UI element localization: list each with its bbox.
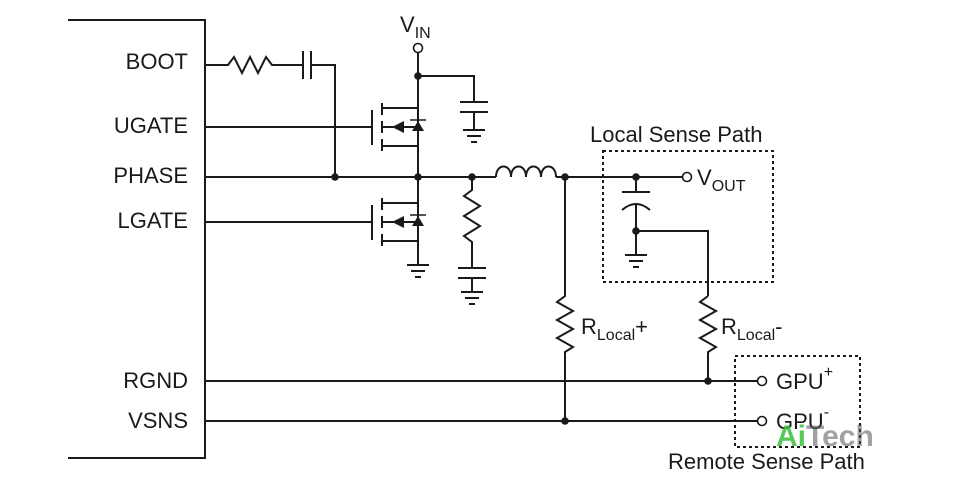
boot-to-phase-wire	[311, 64, 336, 177]
output-capacitor	[621, 177, 651, 268]
gpu-plus-terminal	[756, 375, 768, 387]
vin-label: VIN	[400, 12, 431, 42]
input-capacitor	[418, 75, 488, 143]
snubber-resistor	[462, 177, 482, 268]
remote-sense-box	[734, 355, 861, 448]
r-local-minus: RLocal-	[697, 295, 782, 381]
watermark-logo: AiTech	[776, 420, 874, 453]
remote-sense-label: Remote Sense Path	[668, 449, 865, 474]
local-sense-label: Local Sense Path	[590, 122, 762, 147]
pin-vsns-label: VSNS	[128, 408, 188, 433]
gpu-minus-terminal	[756, 415, 768, 427]
boot-network	[205, 51, 336, 177]
low-side-mosfet	[371, 177, 429, 278]
boot-resistor	[205, 54, 303, 76]
pin-phase-label: PHASE	[113, 163, 188, 188]
gpu-minus-label: GPU-	[776, 404, 829, 434]
vout-label: VOUT	[697, 165, 746, 195]
snubber-network	[458, 177, 486, 305]
ground-symbol	[407, 264, 429, 278]
ground-symbol	[625, 204, 647, 268]
r-local-plus-label: RLocal+	[581, 314, 648, 344]
output-inductor	[495, 165, 557, 178]
pin-rgnd-label: RGND	[123, 368, 188, 393]
controller-ic-outline	[68, 19, 206, 459]
r-local-minus-label: RLocal-	[721, 314, 782, 344]
vout-terminal-dot	[681, 171, 693, 183]
local-sense-box	[602, 150, 774, 283]
ground-symbol	[461, 278, 483, 305]
pin-boot-label: BOOT	[126, 49, 188, 74]
boot-capacitor	[302, 51, 312, 79]
vin-terminal: VIN	[400, 12, 431, 54]
vin-terminal-dot	[412, 42, 424, 54]
ground-symbol	[463, 112, 485, 143]
gpu-plus-label: GPU+	[776, 364, 833, 394]
local-sense-neg-wire	[636, 230, 709, 296]
high-side-mosfet	[371, 103, 426, 177]
snubber-capacitor	[458, 267, 486, 279]
r-local-plus: RLocal+	[554, 177, 648, 421]
pin-ugate-label: UGATE	[114, 113, 188, 138]
pin-lgate-label: LGATE	[117, 208, 188, 233]
